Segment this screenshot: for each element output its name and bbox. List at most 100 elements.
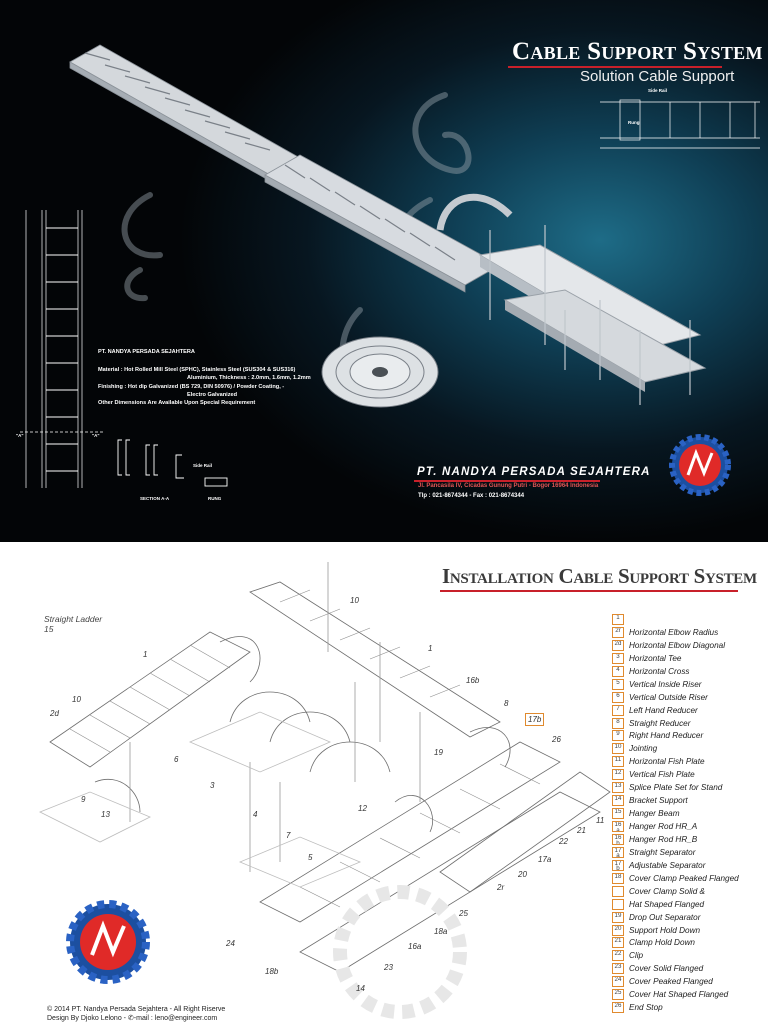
callout-2r: 2r (497, 883, 505, 892)
support-stand-icon (39, 711, 362, 888)
legend-item-name: Horizontal Fish Plate (629, 757, 705, 767)
callout-8: 8 (504, 699, 509, 708)
legend-item-name: Left Hand Reducer (629, 705, 698, 715)
legend-item-number: 16 b (612, 833, 624, 845)
legend-item: 20 Support Hold Down (612, 924, 768, 938)
callout-16a: 16a (408, 942, 422, 951)
legend-item-number: 2r (612, 626, 624, 638)
legend-item-number (612, 898, 624, 910)
page-title: Cable Support System (512, 38, 763, 65)
legend-item: Hat Shaped Flanged (612, 898, 768, 912)
callout-1b: 1 (428, 644, 433, 653)
side-rail-label: Side Rail (648, 88, 668, 93)
section-caption: SECTION A-A (140, 496, 170, 501)
title-rule (508, 66, 722, 68)
callout-3: 3 (210, 781, 215, 790)
straight-ladder-label: Straight Ladder 15 (44, 614, 102, 634)
legend-item: 6 Vertical Outside Riser (612, 691, 768, 705)
callout-24: 24 (226, 939, 235, 948)
callout-25: 25 (459, 909, 468, 918)
section-drawing-icon (117, 439, 228, 487)
spec-material: Material : Hot Rolled Mill Steel (SPHC),… (98, 367, 296, 374)
marker-a-left: "A" (16, 433, 24, 438)
installation-panel: Installation Cable Support System Straig… (0, 542, 768, 1024)
legend-item-name: Drop Out Separator (629, 912, 701, 922)
ladder-plan-drawing-icon (600, 99, 760, 149)
legend-item-name: Clip (629, 951, 644, 961)
installation-title: Installation Cable Support System (442, 564, 757, 588)
legend-item-number: 17 a (612, 846, 624, 858)
hanger-rods-icon (129, 562, 421, 872)
callout-23: 23 (384, 963, 393, 972)
rung-label: Rung (628, 120, 640, 125)
legend-item: 2r Horizontal Elbow Radius (612, 626, 768, 640)
legend-item-name: Horizontal Elbow Radius (629, 627, 719, 637)
legend-item-number: 17 b (612, 859, 624, 871)
legend-item-number (612, 885, 624, 897)
callout-10b: 10 (72, 695, 81, 704)
legend-item-number: 4 (612, 665, 624, 677)
legend-item-name: Jointing (629, 744, 658, 754)
legend-item-number: 15 (612, 808, 624, 820)
spec-material-2: Aluminium, Thickness : 2.0mm, 1.6mm, 1.2… (187, 375, 311, 382)
cable-support-panel: Cable Support System Solution Cable Supp… (0, 0, 768, 542)
legend-item-name: Hat Shaped Flanged (629, 899, 705, 909)
company-logo-bottom-icon (66, 900, 150, 984)
designer-line: Design By Djoko Lelono - ✆-mail : leno@e… (47, 1015, 218, 1022)
callout-14: 14 (356, 984, 365, 993)
callout-22: 22 (559, 837, 568, 846)
brand-rule (414, 480, 600, 482)
legend-item-number: 3 (612, 652, 624, 664)
marker-a-right: "A" (92, 433, 100, 438)
callout-18b: 18b (265, 967, 279, 976)
installation-title-rule (440, 590, 738, 592)
legend-item-name: Support Hold Down (629, 925, 700, 935)
solid-tray-icon (478, 225, 707, 405)
callout-10a: 10 (350, 596, 359, 605)
spec-other: Other Dimensions Are Available Upon Spec… (98, 400, 256, 407)
ladder-tray-2-icon (264, 154, 501, 293)
callout-1a: 1 (143, 650, 148, 659)
ladder-run-icon (49, 581, 611, 973)
legend-item: 1 (612, 614, 768, 627)
legend-item-number: 9 (612, 730, 624, 742)
legend-item-number: 1 (612, 614, 624, 625)
legend-item-number: 16 a (612, 821, 624, 832)
legend-item-name: Cover Peaked Flanged (629, 977, 713, 987)
legend-item-number: 6 (612, 691, 624, 703)
copyright-line: © 2014 PT. Nandya Persada Sejahtera - Al… (47, 1006, 226, 1013)
callout-6: 6 (174, 755, 179, 764)
callout-26: 26 (552, 735, 561, 744)
ladder-tray-1-icon (69, 44, 301, 182)
rungs-icon (69, 589, 541, 908)
legend-item-number: 10 (612, 743, 624, 755)
legend-item-number: 8 (612, 717, 624, 729)
straight-ladder-num: 15 (44, 624, 54, 634)
product-illustration (69, 44, 760, 496)
legend-item-number: 14 (612, 795, 624, 807)
spec-finishing-2: Electro Galvanized (187, 391, 238, 398)
legend-item-number: 20 (612, 924, 624, 936)
spec-finishing: Finishing : Hot dip Galvanized (BS 729, … (98, 383, 285, 390)
callout-12: 12 (358, 804, 367, 813)
legend-item-name: Vertical Outside Riser (629, 692, 708, 702)
gear-watermark-icon (333, 885, 467, 1019)
legend-item-number: 25 (612, 989, 624, 1001)
callout-13: 13 (101, 810, 110, 819)
side-rail-label-2: Side Rail (193, 463, 213, 468)
legend-item-name: Vertical Inside Riser (629, 679, 702, 689)
